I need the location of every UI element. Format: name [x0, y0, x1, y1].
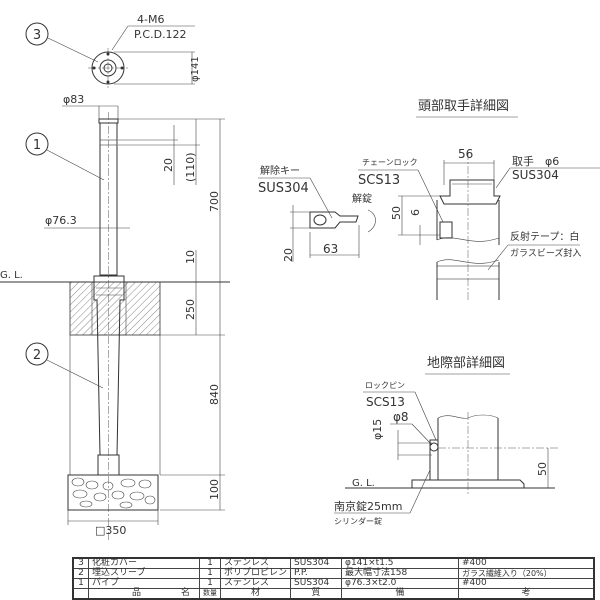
concrete-foundation	[69, 281, 161, 475]
part-material: ポリプロピレン	[219, 568, 292, 579]
bolt-spec: 4-M6	[137, 13, 164, 26]
tape-label: 反射テープ：白	[510, 230, 579, 243]
handle-label: 取手 φ6	[512, 154, 559, 168]
dim-840: 840	[208, 384, 221, 405]
part-qty: 1	[199, 557, 221, 569]
part-dims: 最大幅寸法158	[341, 568, 460, 579]
part-dims: φ76.3×t2.0	[341, 578, 460, 589]
part-grade: SUS304	[290, 557, 343, 569]
key-material: SUS304	[258, 181, 309, 196]
dia-15: φ15	[371, 419, 384, 440]
top-diameter: φ83	[63, 93, 84, 106]
technical-drawing: 3 4-M6 P.C.D.122 φ141 φ83	[0, 13, 600, 540]
key-dim-63: 63	[323, 242, 338, 256]
dim-110: (110)	[184, 152, 197, 182]
pipe-head-detail	[436, 152, 501, 300]
header-material-a: 材	[219, 588, 292, 600]
parts-table: 3 化粧カバー 1 ステンレス SUS304 φ141×t1.5 #400 2 …	[72, 557, 595, 600]
balloon-1: 1	[25, 132, 105, 181]
pipe-base-detail	[411, 412, 560, 495]
balloon-3: 3	[25, 22, 99, 63]
handle-material: SUS304	[512, 168, 559, 182]
svg-text:2: 2	[33, 348, 41, 363]
table-row: 1 パイプ 1 ステンレス SUS304 φ76.3×t2.0 #400	[72, 578, 595, 589]
part-name: 化粧カバー	[88, 557, 200, 569]
dim-10: 10	[184, 250, 197, 264]
pipe-diameter: φ76.3	[45, 214, 77, 227]
part-grade: SUS304	[290, 578, 343, 589]
lock-type: シリンダー錠	[334, 516, 382, 526]
base-size: □350	[95, 524, 126, 537]
part-note: #400	[458, 578, 595, 589]
header-name-b: 名	[181, 588, 191, 598]
dim-20: 20	[162, 158, 175, 172]
table-row: 2 埋込スリーブ 1 ポリプロピレン P.P. 最大幅寸法158 ガラス繊維入り…	[72, 568, 595, 579]
key-dim-20: 20	[282, 248, 295, 262]
release-key	[309, 209, 376, 233]
ground-dim-50: 50	[536, 462, 549, 476]
pin-material: SCS13	[366, 395, 405, 409]
head-dim-50: 50	[390, 206, 403, 220]
pcd: P.C.D.122	[134, 28, 187, 41]
part-material: ステンレス	[219, 578, 292, 589]
header-material-b: 質	[290, 588, 343, 600]
padlock-label: 南京錠25mm	[334, 499, 402, 513]
dim-100: 100	[208, 479, 221, 500]
header-remarks-b: 考	[458, 588, 595, 600]
part-qty: 1	[199, 578, 221, 589]
cover-diameter: φ141	[190, 56, 201, 82]
head-dim-6: 6	[409, 209, 422, 216]
unlock-label: 解錠	[352, 192, 372, 205]
head-detail-title: 頭部取手詳細図	[418, 98, 509, 114]
part-no: 2	[72, 568, 89, 579]
chain-lock-material: SCS13	[358, 173, 400, 188]
part-no: 3	[72, 557, 89, 569]
gravel-footing	[67, 474, 159, 511]
part-grade: P.P.	[290, 568, 343, 579]
gl-label: G. L.	[0, 270, 23, 281]
part-no: 1	[72, 578, 89, 589]
dim-250: 250	[184, 299, 197, 320]
lock-pin-label: ロックピン	[365, 381, 405, 390]
tape-note: ガラスビーズ封入	[510, 247, 581, 259]
svg-text:1: 1	[33, 138, 41, 153]
dia-8: φ8	[393, 410, 409, 424]
part-dims: φ141×t1.5	[341, 557, 460, 569]
part-material: ステンレス	[219, 557, 292, 569]
key-label: 解除キー	[260, 164, 300, 177]
header-remarks-a: 備	[341, 588, 460, 600]
balloon-2: 2	[25, 342, 104, 389]
part-name: パイプ	[88, 578, 200, 589]
table-header: 品 名 数量 材 質 備 考	[72, 588, 595, 600]
header-qty: 数量	[199, 588, 221, 600]
chain-lock-label: チェーンロック	[362, 158, 418, 167]
head-dim-56: 56	[458, 147, 473, 161]
cover-top-view	[88, 25, 195, 88]
dimension-lines	[44, 118, 225, 525]
header-name-a: 品	[132, 588, 142, 598]
part-name: 埋込スリーブ	[88, 568, 200, 579]
dim-700: 700	[208, 191, 221, 212]
table-row: 3 化粧カバー 1 ステンレス SUS304 φ141×t1.5 #400	[72, 557, 595, 569]
part-note: ガラス繊維入り（20%）	[458, 568, 595, 579]
ground-detail-title: 地際部詳細図	[427, 355, 505, 371]
part-note: #400	[458, 557, 595, 569]
gl-label-detail: G. L.	[352, 478, 375, 489]
part-qty: 1	[199, 568, 221, 579]
svg-text:3: 3	[33, 28, 41, 43]
